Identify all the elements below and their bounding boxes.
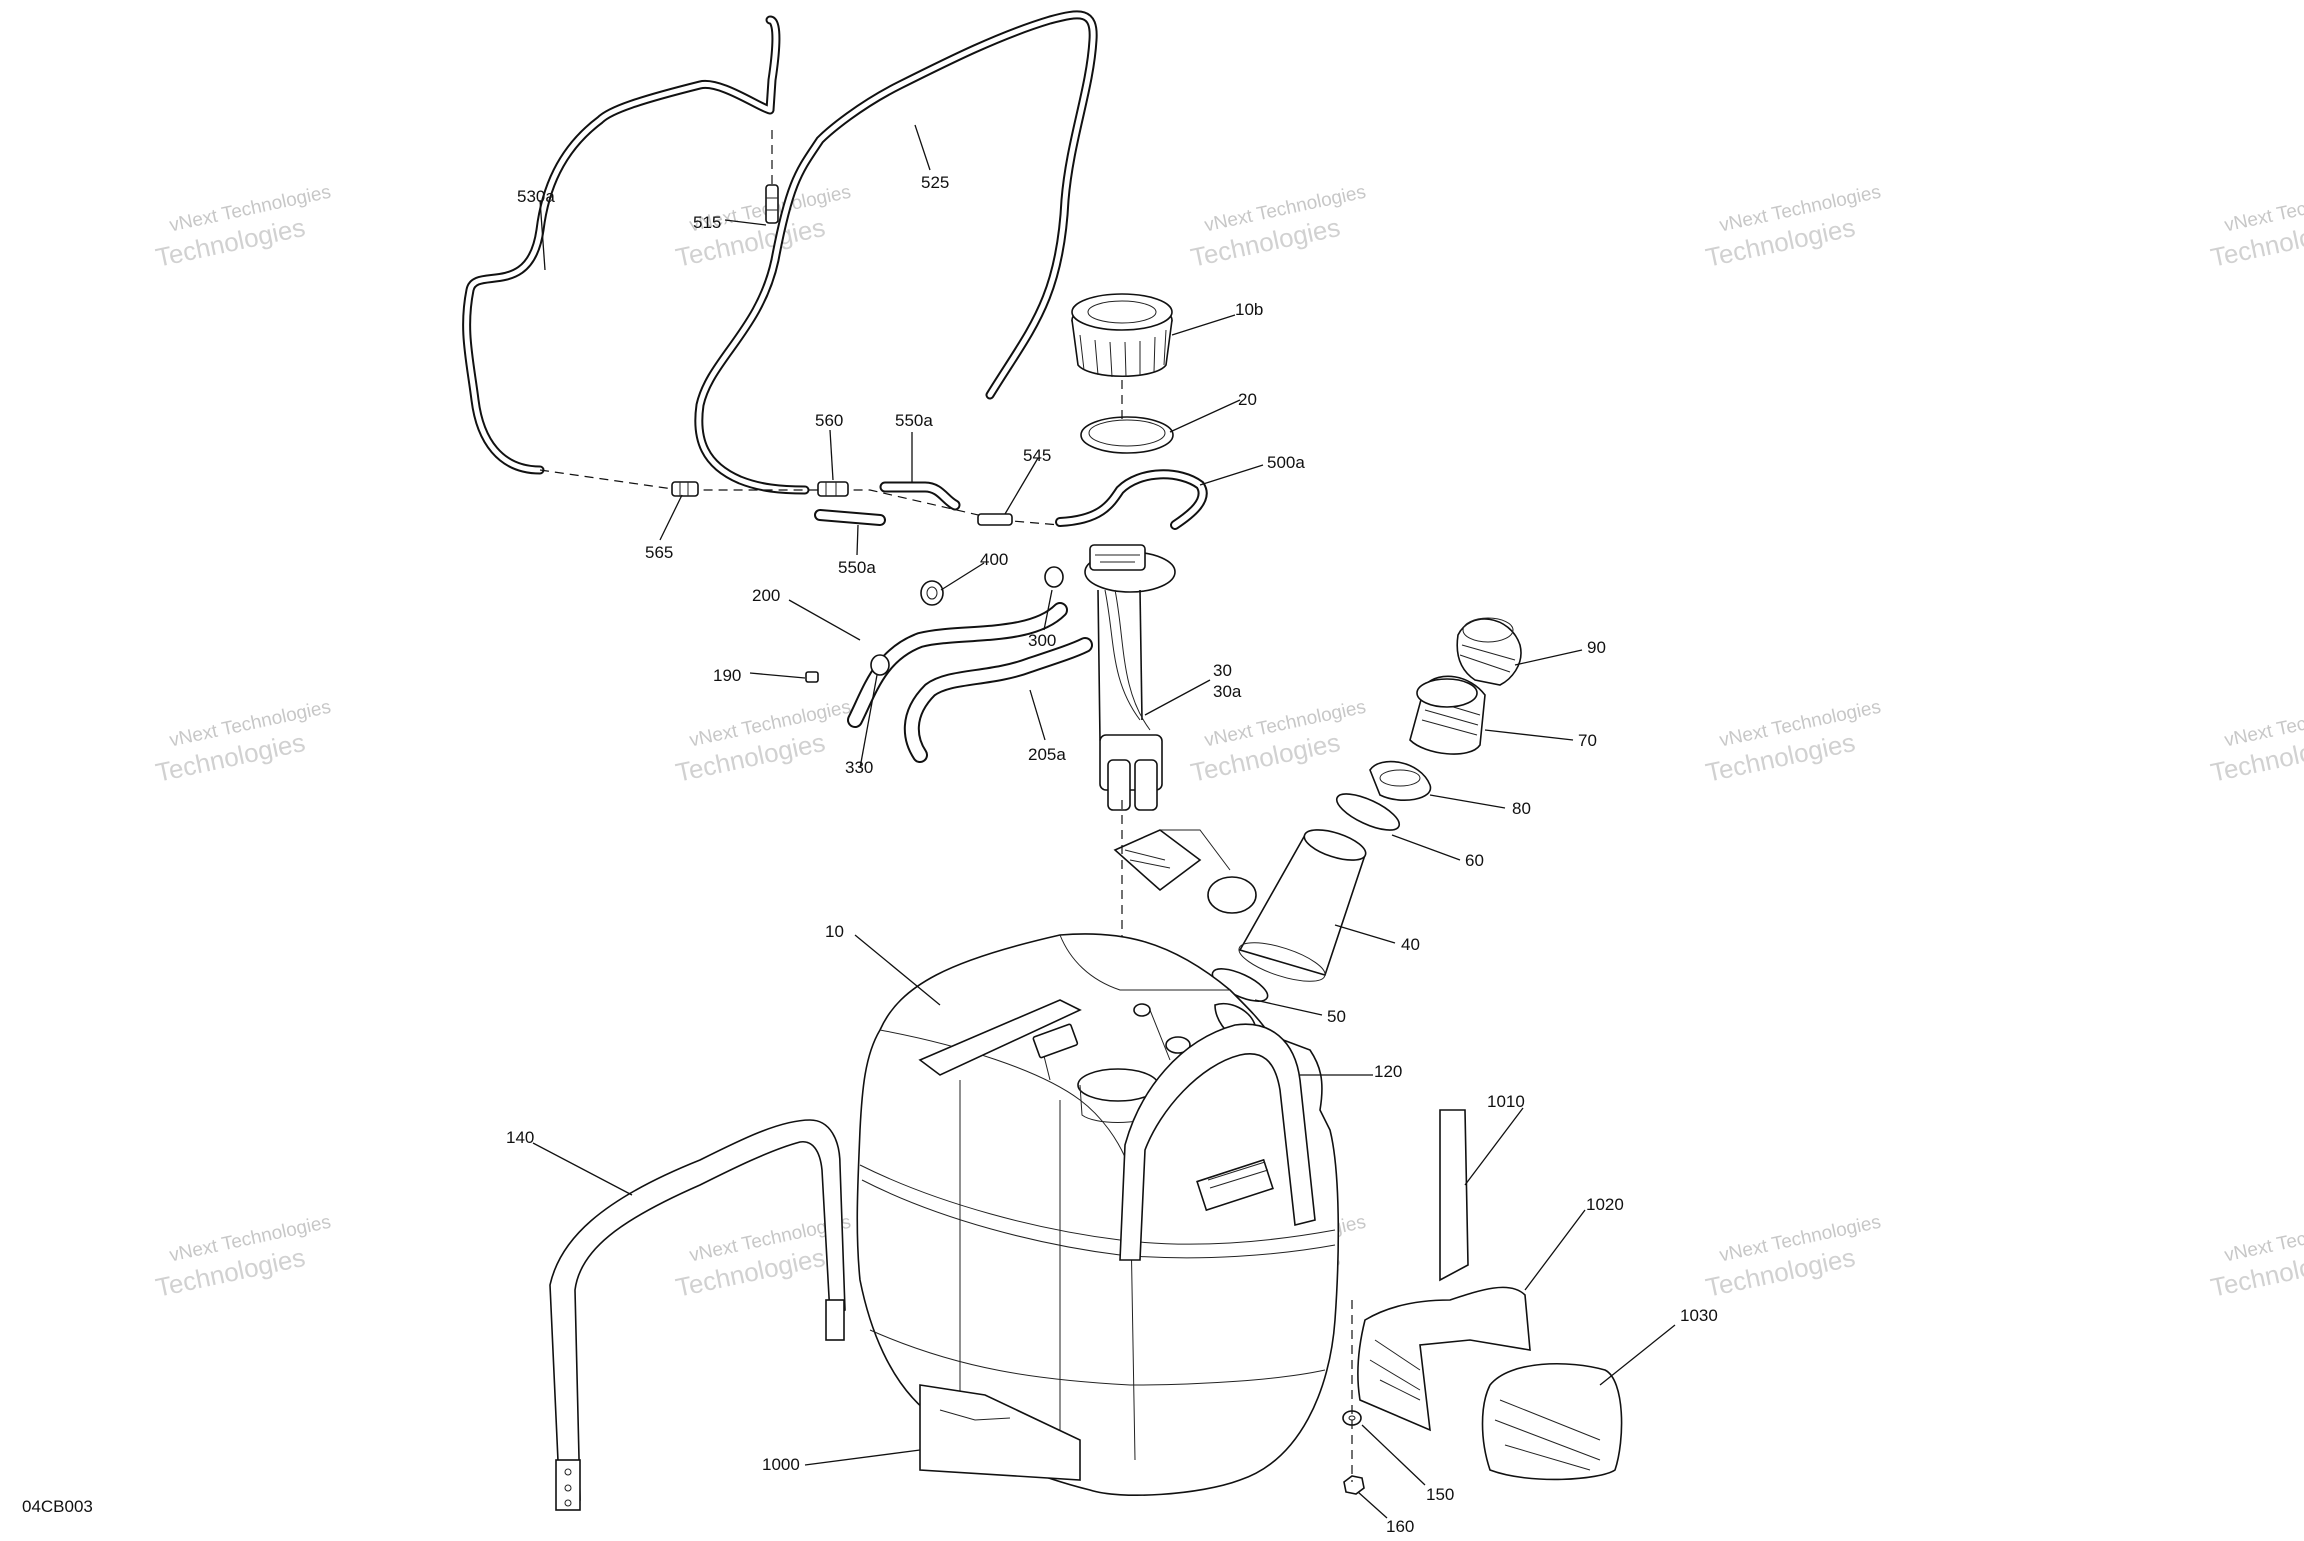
callout-30a: 30a xyxy=(1213,682,1242,701)
filler-neck-70 xyxy=(1409,675,1486,755)
gasket-20 xyxy=(1080,416,1174,454)
callout-60: 60 xyxy=(1465,851,1484,870)
check-valve-515 xyxy=(765,130,779,224)
tank-strap-120 xyxy=(1119,1023,1316,1261)
callout-500a: 500a xyxy=(1267,453,1305,472)
callout-labels: 530a 515 525 10b 20 500a 560 550a 545 56… xyxy=(506,173,1718,1536)
callout-40: 40 xyxy=(1401,935,1420,954)
fuel-hose-500a xyxy=(1055,469,1208,530)
fuel-pump-module-30 xyxy=(1084,544,1257,914)
callout-10: 10 xyxy=(825,922,844,941)
hose-connector-560 xyxy=(817,481,849,497)
callout-400: 400 xyxy=(980,550,1008,569)
hose-connector-565 xyxy=(671,481,699,497)
tank-strap-140 xyxy=(549,1119,846,1511)
callout-330: 330 xyxy=(845,758,873,777)
callout-1010: 1010 xyxy=(1487,1092,1525,1111)
callout-160: 160 xyxy=(1386,1517,1414,1536)
vent-hose-205a xyxy=(903,637,1093,763)
hose-550a-bottom xyxy=(814,509,886,526)
clamp-80 xyxy=(1369,760,1432,801)
heat-shield-1020 xyxy=(1357,1286,1531,1432)
callout-150: 150 xyxy=(1426,1485,1454,1504)
callout-300: 300 xyxy=(1028,631,1056,650)
callout-1000: 1000 xyxy=(762,1455,800,1474)
vent-hose-530a xyxy=(462,15,781,475)
fastener-190 xyxy=(805,671,819,683)
callout-515: 515 xyxy=(693,213,721,232)
callout-120: 120 xyxy=(1374,1062,1402,1081)
clamp-60 xyxy=(1335,793,1401,831)
callout-50: 50 xyxy=(1327,1007,1346,1026)
callout-30: 30 xyxy=(1213,661,1232,680)
callout-70: 70 xyxy=(1578,731,1597,750)
hose-550a-top xyxy=(879,481,961,511)
callout-140: 140 xyxy=(506,1128,534,1147)
drawing-code: 04CB003 xyxy=(22,1497,93,1516)
callout-200: 200 xyxy=(752,586,780,605)
grommet-400 xyxy=(920,580,944,606)
callout-1030: 1030 xyxy=(1680,1306,1718,1325)
leader-lines xyxy=(532,124,1676,1519)
callout-190: 190 xyxy=(713,666,741,685)
callout-80: 80 xyxy=(1512,799,1531,818)
callout-20: 20 xyxy=(1238,390,1257,409)
clip-330 xyxy=(870,654,890,676)
nut-160 xyxy=(1343,1475,1365,1495)
callout-525: 525 xyxy=(921,173,949,192)
lock-ring-10b xyxy=(1071,293,1173,378)
callout-205a: 205a xyxy=(1028,745,1066,764)
heat-shield-1000 xyxy=(919,1384,1081,1481)
clamp-300 xyxy=(1044,566,1064,588)
callout-550a-top: 550a xyxy=(895,411,933,430)
callout-565: 565 xyxy=(645,543,673,562)
callout-560: 560 xyxy=(815,411,843,430)
hose-connector-545 xyxy=(977,513,1013,526)
fuel-cap-90 xyxy=(1456,617,1522,686)
callout-550a-bottom: 550a xyxy=(838,558,876,577)
filler-hose-40 xyxy=(1238,829,1367,982)
callout-10b: 10b xyxy=(1235,300,1263,319)
hose-routing-dashline xyxy=(539,469,1061,526)
label-plate xyxy=(1196,1158,1274,1212)
callout-90: 90 xyxy=(1587,638,1606,657)
vent-hose-200 xyxy=(847,602,1068,728)
heat-shield-1010 xyxy=(1439,1109,1469,1282)
callout-1020: 1020 xyxy=(1586,1195,1624,1214)
callout-545: 545 xyxy=(1023,446,1051,465)
vent-hose-525 xyxy=(694,10,1098,495)
heat-shield-1030 xyxy=(1481,1362,1623,1481)
callout-530a: 530a xyxy=(517,187,555,206)
